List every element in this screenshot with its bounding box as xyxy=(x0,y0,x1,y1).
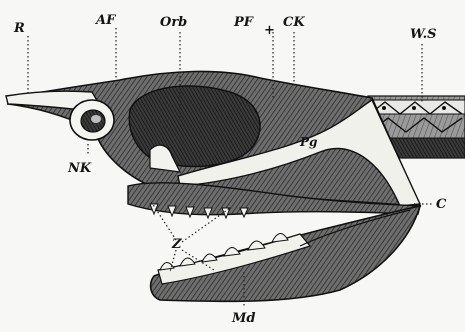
label-orb: Orb xyxy=(160,15,187,30)
label-pf: PF xyxy=(233,15,254,30)
label-ws: W.S xyxy=(410,27,437,42)
label-c: C xyxy=(436,197,447,212)
label-af: AF xyxy=(94,13,116,28)
label-md: Md xyxy=(231,311,255,326)
label-plus: + xyxy=(264,23,275,38)
label-pg: Pg xyxy=(299,135,317,149)
nasal-capsule xyxy=(70,100,114,140)
label-z: Z xyxy=(171,237,182,252)
label-ck: CK xyxy=(283,15,305,30)
orbit xyxy=(129,86,260,166)
label-nk: NK xyxy=(67,161,92,176)
label-r: R xyxy=(13,21,25,36)
